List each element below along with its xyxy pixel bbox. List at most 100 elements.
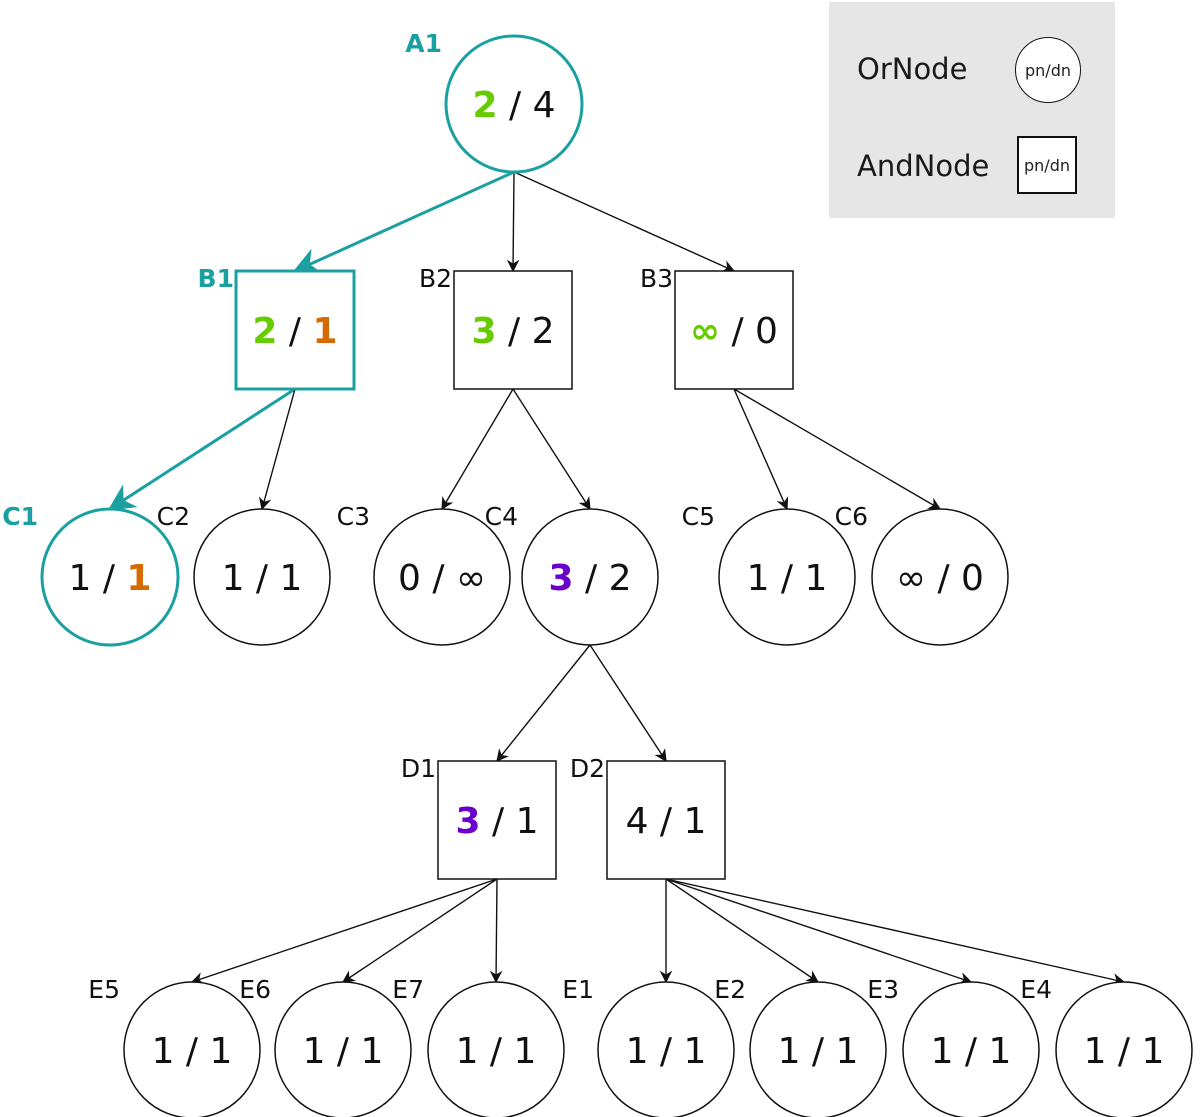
edge-d1-e6 bbox=[341, 878, 498, 983]
node-b1: B1 2 / 1 bbox=[198, 264, 356, 391]
legend-and-label: AndNode bbox=[857, 149, 990, 183]
disproof-number: 0 bbox=[755, 311, 778, 352]
disproof-number: 1 bbox=[514, 1031, 537, 1072]
disproof-number: 1 bbox=[684, 1031, 707, 1072]
node-value: 1 / 1 bbox=[303, 1031, 384, 1072]
disproof-number: 1 bbox=[280, 558, 303, 599]
edge-a1-b3 bbox=[513, 171, 736, 273]
node-value: 2 / 4 bbox=[473, 85, 556, 126]
or-node-shape bbox=[871, 508, 1009, 646]
disproof-number: 1 bbox=[313, 311, 338, 352]
edge-c4-d1 bbox=[496, 644, 591, 762]
node-c6: C6∞ / 0 bbox=[835, 502, 1009, 646]
edge-b1-c2 bbox=[258, 388, 296, 511]
node-value: ∞ / 0 bbox=[896, 558, 984, 599]
and-node-shape bbox=[437, 760, 557, 880]
node-id-label: E2 bbox=[714, 975, 746, 1004]
node-id-label: E6 bbox=[239, 975, 271, 1004]
separator: / bbox=[769, 558, 804, 599]
edge-d2-e3 bbox=[665, 878, 973, 985]
disproof-number: 1 bbox=[836, 1031, 859, 1072]
separator: / bbox=[421, 558, 456, 599]
separator: / bbox=[800, 1031, 835, 1072]
node-value: 3 / 2 bbox=[472, 311, 555, 352]
node-id-label: E3 bbox=[867, 975, 899, 1004]
proof-number: 2 bbox=[252, 311, 277, 352]
proof-number: 1 bbox=[222, 558, 245, 599]
legend-and-shape-text: pn/dn bbox=[1024, 155, 1070, 175]
proof-number: 1 bbox=[152, 1031, 175, 1072]
node-e7: E71 / 1 bbox=[392, 975, 565, 1117]
node-id-label: E4 bbox=[1020, 975, 1052, 1004]
node-value: 0 / ∞ bbox=[398, 558, 486, 599]
node-id-label: E1 bbox=[562, 975, 594, 1004]
edge-b2-c3 bbox=[441, 388, 514, 511]
node-value: ∞ / 0 bbox=[690, 311, 778, 352]
separator: / bbox=[277, 311, 312, 352]
node-id-label: C3 bbox=[337, 502, 370, 531]
or-node-shape bbox=[1055, 981, 1193, 1117]
node-id-label: E5 bbox=[88, 975, 120, 1004]
node-id-label: C5 bbox=[682, 502, 715, 531]
node-value: 4 / 1 bbox=[626, 801, 707, 842]
node-c3: C3 0 / ∞ bbox=[337, 502, 511, 646]
edge-b2-c4 bbox=[512, 388, 591, 511]
proof-number: 3 bbox=[456, 801, 481, 842]
and-node-shape bbox=[453, 270, 573, 390]
edges-layer bbox=[107, 170, 1126, 986]
node-value: 2 / 1 bbox=[252, 311, 337, 352]
edge-c4-d2 bbox=[589, 644, 667, 763]
separator: / bbox=[648, 801, 683, 842]
or-node-shape bbox=[40, 507, 180, 647]
node-value: 1 / 1 bbox=[222, 558, 303, 599]
or-node-shape bbox=[521, 508, 659, 646]
or-node-shape bbox=[902, 981, 1040, 1117]
or-node-shape bbox=[597, 981, 735, 1117]
or-node-shape bbox=[444, 34, 584, 174]
disproof-number: 1 bbox=[516, 801, 539, 842]
disproof-number: 1 bbox=[1142, 1031, 1165, 1072]
node-value: 3 / 1 bbox=[456, 801, 539, 842]
node-id-label: D1 bbox=[401, 754, 436, 783]
proof-number: 1 bbox=[931, 1031, 954, 1072]
node-value: 1 / 1 bbox=[626, 1031, 707, 1072]
disproof-number: 1 bbox=[684, 801, 707, 842]
separator: / bbox=[720, 311, 755, 352]
proof-number: 1 bbox=[778, 1031, 801, 1072]
node-b3: B3∞ / 0 bbox=[640, 264, 794, 390]
node-a1: A12 / 4 bbox=[405, 29, 584, 174]
separator: / bbox=[926, 558, 961, 599]
node-e1: E1 1 / 1 bbox=[562, 975, 735, 1117]
proof-number: 4 bbox=[626, 801, 649, 842]
edge-d2-e2 bbox=[665, 878, 820, 983]
node-value: 3 / 2 bbox=[549, 558, 632, 599]
separator: / bbox=[174, 1031, 209, 1072]
node-id-label: C1 bbox=[2, 502, 38, 531]
proof-number: ∞ bbox=[690, 311, 720, 352]
or-node-shape bbox=[749, 981, 887, 1117]
edge-d1-e7 bbox=[489, 878, 503, 984]
proof-number: 1 bbox=[1084, 1031, 1107, 1072]
node-c2: C21 / 1 bbox=[157, 502, 331, 646]
and-node-shape bbox=[674, 270, 794, 390]
node-value: 1 / 1 bbox=[152, 1031, 233, 1072]
disproof-number: 4 bbox=[533, 85, 556, 126]
legend-or-label: OrNode bbox=[857, 52, 968, 86]
or-node-shape bbox=[123, 981, 261, 1117]
proof-number: 1 bbox=[69, 558, 92, 599]
separator: / bbox=[481, 801, 516, 842]
disproof-number: 2 bbox=[532, 311, 555, 352]
and-node-shape bbox=[234, 269, 356, 391]
node-id-label: B1 bbox=[198, 264, 234, 293]
separator: / bbox=[325, 1031, 360, 1072]
node-e2: E2 1 / 1 bbox=[714, 975, 887, 1117]
node-value: 1 / 1 bbox=[456, 1031, 537, 1072]
node-value: 1 / 1 bbox=[69, 558, 152, 599]
proof-number: 1 bbox=[626, 1031, 649, 1072]
edge-b1-c1 bbox=[107, 387, 296, 511]
node-d2: D24 / 1 bbox=[570, 754, 726, 880]
node-id-label: C4 bbox=[485, 502, 518, 531]
edge-d1-e5 bbox=[190, 878, 498, 985]
